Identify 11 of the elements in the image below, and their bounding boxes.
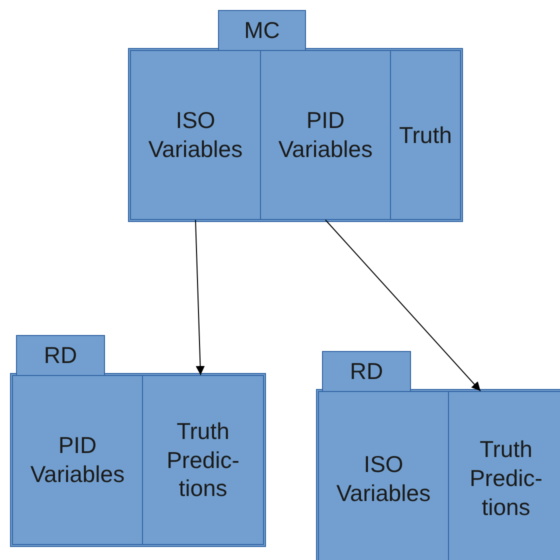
tab-label: RD [322, 351, 411, 392]
tab-label: RD [16, 335, 105, 376]
column-cell: ISO Variables [130, 50, 261, 220]
column-cell: PID Variables [12, 375, 143, 545]
column-cell: Truth Predic- tions [142, 375, 264, 545]
column-cell: PID Variables [260, 50, 391, 220]
arrow [195, 220, 205, 376]
arrow [325, 220, 481, 392]
tab-label: MC [218, 10, 306, 51]
column-cell: ISO Variables [318, 391, 449, 560]
column-cell: Truth [390, 50, 461, 220]
